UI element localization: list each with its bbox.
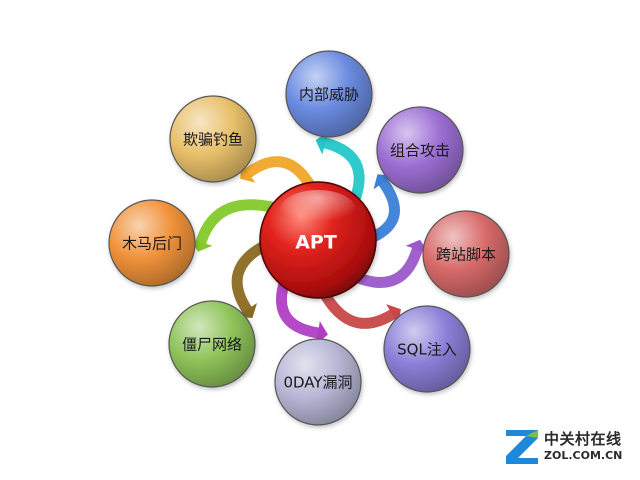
node-label-zero-day: 0DAY漏洞 bbox=[283, 374, 352, 392]
node-sql-injection: SQL注入 bbox=[383, 305, 471, 393]
watermark-en: ZOL.COM.CN bbox=[544, 449, 623, 462]
node-botnet: 僵尸网络 bbox=[168, 300, 256, 388]
node-label-trojan: 木马后门 bbox=[122, 235, 182, 253]
node-circle-botnet bbox=[168, 300, 256, 388]
node-zero-day: 0DAY漏洞 bbox=[274, 338, 362, 426]
node-circle-internal-threat bbox=[285, 50, 373, 138]
node-label-xss: 跨站脚本 bbox=[436, 246, 496, 264]
watermark: 中关村在线 ZOL.COM.CN bbox=[504, 424, 634, 470]
node-phishing: 欺骗钓鱼 bbox=[169, 95, 257, 183]
node-label-combined-attack: 组合攻击 bbox=[390, 142, 450, 160]
node-circle-sql-injection bbox=[383, 305, 471, 393]
node-circle-zero-day bbox=[274, 338, 362, 426]
node-label-botnet: 僵尸网络 bbox=[182, 336, 242, 354]
node-internal-threat: 内部威胁 bbox=[285, 50, 373, 138]
center-shine bbox=[280, 190, 356, 230]
center-node: APT bbox=[259, 181, 377, 299]
node-circle-xss bbox=[422, 210, 510, 298]
node-label-sql-injection: SQL注入 bbox=[397, 341, 457, 359]
node-combined-attack: 组合攻击 bbox=[376, 106, 464, 194]
node-label-phishing: 欺骗钓鱼 bbox=[183, 131, 243, 149]
node-circle-combined-attack bbox=[376, 106, 464, 194]
node-xss: 跨站脚本 bbox=[422, 210, 510, 298]
watermark-cn: 中关村在线 bbox=[544, 430, 622, 448]
zol-logo-icon bbox=[506, 430, 538, 464]
center-label: APT bbox=[295, 232, 337, 254]
node-circle-trojan bbox=[108, 199, 196, 287]
node-label-internal-threat: 内部威胁 bbox=[299, 86, 359, 104]
node-circle-phishing bbox=[169, 95, 257, 183]
node-trojan: 木马后门 bbox=[108, 199, 196, 287]
